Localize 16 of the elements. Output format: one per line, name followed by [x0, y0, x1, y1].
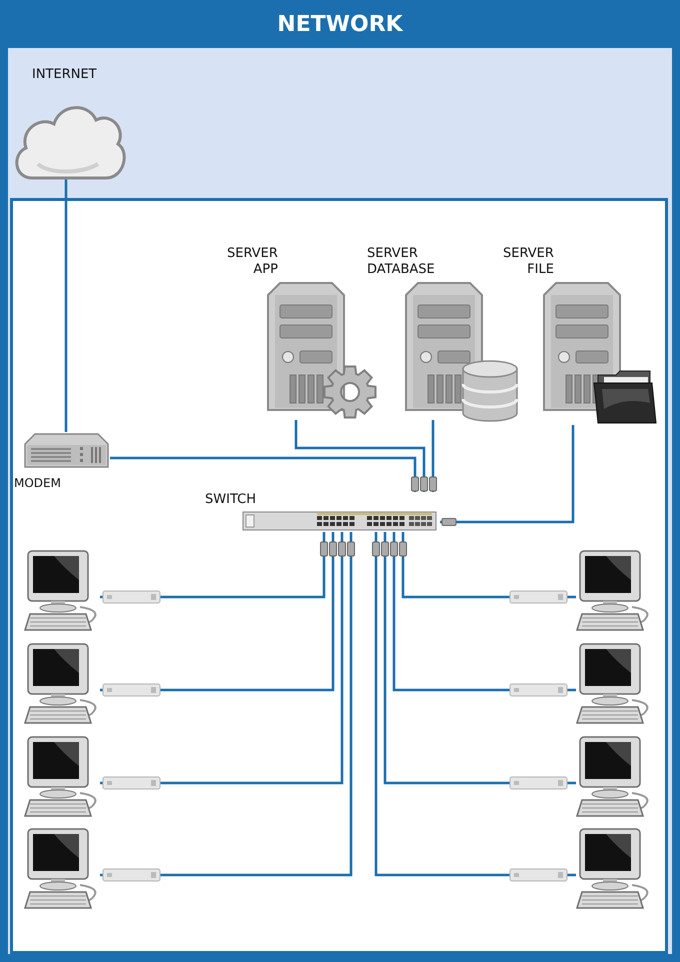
network-cable [384, 532, 576, 784]
node-label: SWITCH [205, 492, 256, 508]
network-cable [294, 420, 426, 492]
network-cable [432, 420, 434, 492]
node-label: MODEM [14, 475, 61, 491]
network-cable [64, 178, 68, 432]
node-label: SERVER DATABASE [367, 246, 435, 278]
node-label: SERVER APP [227, 246, 278, 278]
node-label: SERVER FILE [503, 246, 554, 278]
network-cable [100, 532, 352, 876]
node-label: INTERNET [32, 67, 97, 83]
network-cable [440, 425, 574, 524]
network-cable [110, 456, 416, 492]
network-cable [100, 532, 344, 784]
network-cable [374, 532, 576, 876]
frame-heading: NETWORK [276, 11, 404, 39]
